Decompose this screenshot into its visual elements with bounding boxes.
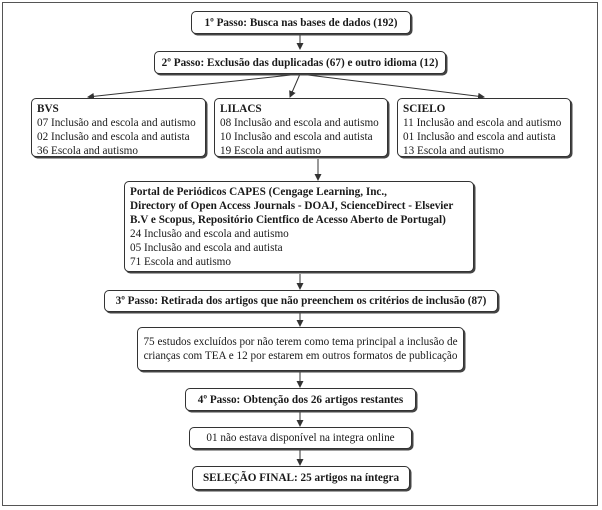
lilacs-box: LILACS 08 Inclusão and escola and autism… — [214, 98, 388, 157]
bvs-line-1: 07 Inclusão and escola and autismo — [37, 117, 196, 129]
step1-label: 1º Passo: Busca nas bases de dados (192) — [204, 16, 398, 29]
bvs-box: BVS 07 Inclusão and escola and autismo 0… — [31, 98, 206, 157]
scielo-title: SCIELO — [403, 103, 446, 115]
capes-title-line-1: Portal de Periódicos CAPES (Cengage Lear… — [130, 186, 387, 198]
diagram-frame — [2, 2, 598, 506]
capes-line-2: 05 Inclusão and escola and autista — [130, 242, 283, 254]
unavailable-box: 01 não estava disponível na integra onli… — [189, 427, 412, 449]
final-box: SELEÇÃO FINAL: 25 artigos na íntegra — [192, 466, 410, 490]
step3-box: 3º Passo: Retirada dos artigos que não p… — [104, 290, 498, 312]
scielo-line-3: 13 Escola and autismo — [403, 145, 504, 157]
bvs-title: BVS — [37, 103, 59, 115]
lilacs-line-1: 08 Inclusão and escola and autismo — [220, 117, 379, 129]
lilacs-title: LILACS — [220, 103, 262, 115]
excluded-box: 75 estudos excluídos por não terem como … — [137, 327, 464, 371]
bvs-line-2: 02 Inclusão and escola and autista — [37, 131, 190, 143]
step2-label: 2º Passo: Exclusão das duplicadas (67) e… — [161, 56, 439, 69]
scielo-line-2: 01 Inclusão and escola and autista — [403, 131, 556, 143]
step3-label: 3º Passo: Retirada dos artigos que não p… — [115, 295, 487, 307]
arrow-step2-lilacs — [289, 73, 301, 98]
capes-box: Portal de Periódicos CAPES (Cengage Lear… — [124, 181, 474, 272]
arrow-step2-scielo — [299, 73, 485, 100]
lilacs-line-3: 19 Escola and autismo — [220, 145, 321, 157]
capes-title-line-3: B.V e Scopus, Repositório Cientfico de A… — [130, 214, 446, 226]
step4-label: 4º Passo: Obtenção dos 26 artigos restan… — [197, 393, 404, 406]
arrow-step2-bvs — [87, 73, 301, 100]
scielo-box: SCIELO 11 Inclusão and escola and autism… — [397, 98, 571, 157]
scielo-line-1: 11 Inclusão and escola and autismo — [403, 117, 562, 129]
lilacs-line-2: 10 Inclusão and escola and autista — [220, 131, 373, 143]
unavailable-label: 01 não estava disponível na integra onli… — [206, 432, 395, 444]
capes-line-1: 24 Inclusão and escola and autismo — [130, 228, 289, 240]
excluded-line-1: 75 estudos excluídos por não terem como … — [143, 336, 458, 348]
capes-title-line-2: Directory of Open Access Journals - DOAJ… — [130, 200, 454, 212]
step2-box: 2º Passo: Exclusão das duplicadas (67) e… — [154, 51, 446, 74]
final-label: SELEÇÃO FINAL: 25 artigos na íntegra — [202, 472, 400, 484]
capes-line-3: 71 Escola and autismo — [130, 256, 231, 268]
step4-box: 4º Passo: Obtenção dos 26 artigos restan… — [185, 388, 416, 411]
step1-box: 1º Passo: Busca nas bases de dados (192) — [191, 11, 411, 34]
excluded-line-2: crianças com TEA e 12 por estarem em out… — [143, 350, 458, 362]
bvs-line-3: 36 Escola and autismo — [37, 145, 138, 157]
